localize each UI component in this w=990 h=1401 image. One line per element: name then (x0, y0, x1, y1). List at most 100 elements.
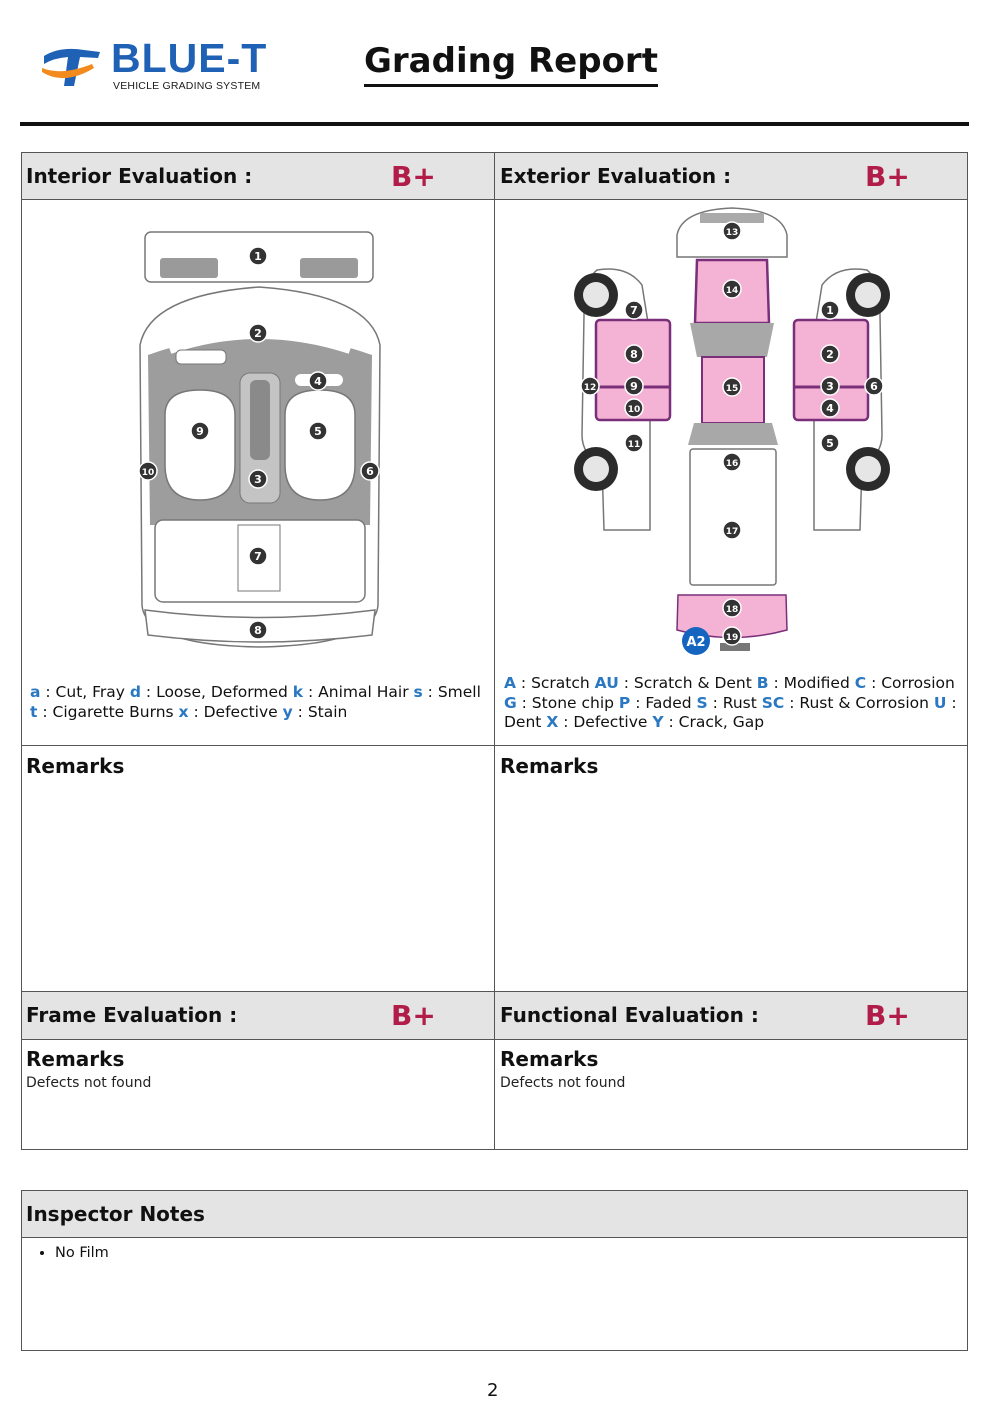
exterior-legend-text: : Rust (707, 693, 762, 712)
interior-point-number: 6 (366, 465, 374, 478)
exterior-point-marker (624, 376, 644, 396)
inspector-notes-box (21, 1190, 968, 1351)
interior-point-marker (248, 620, 268, 640)
exterior-point-number: 13 (726, 228, 739, 238)
exterior-legend-code: U (933, 693, 947, 712)
exterior-legend-code: SC (761, 693, 785, 712)
exterior-legend-text: : Corrosion (866, 674, 955, 692)
functional-header (495, 991, 967, 1040)
exterior-point-number: 12 (584, 383, 597, 393)
interior-grade: B+ (391, 160, 436, 193)
page-number: 2 (487, 1380, 499, 1401)
interior-point-number: 2 (254, 327, 262, 340)
exterior-point-marker (820, 433, 840, 453)
exterior-point-marker (722, 520, 742, 540)
interior-legend-text: : Loose, Deformed (141, 683, 293, 701)
exterior-legend-text: : Rust & Corrosion (784, 693, 934, 712)
exterior-point-number: 14 (726, 286, 739, 296)
exterior-point-marker (864, 376, 884, 396)
interior-legend: a : Cut, Fray d : Loose, Deformed k : An… (30, 683, 485, 722)
interior-point-marker (138, 461, 158, 481)
exterior-point-marker (722, 377, 742, 397)
exterior-point-number: 6 (870, 380, 878, 393)
exterior-point-number: 7 (630, 304, 638, 317)
interior-point-number: 9 (196, 425, 204, 438)
exterior-point-marker (624, 433, 644, 453)
exterior-point-number: 17 (726, 527, 739, 537)
interior-point-marker (360, 461, 380, 481)
exterior-point-number: 8 (630, 348, 638, 361)
frame-grade: B+ (391, 999, 436, 1032)
exterior-point-marker (624, 398, 644, 418)
exterior-legend-code: S (696, 693, 708, 712)
interior-evaluation-label: Interior Evaluation : (26, 164, 253, 188)
interior-legend-entries: a : Cut, Fray d : Loose, Deformed k : An… (30, 683, 481, 721)
logo-wordmark: BLUE-T (111, 35, 268, 81)
interior-legend-text: : Defective (188, 702, 283, 721)
exterior-legend-code: Y (652, 713, 664, 731)
interior-point-marker (248, 546, 268, 566)
interior-legend-code: y (282, 702, 293, 721)
page-title: Grading Report (364, 44, 658, 87)
exterior-point-marker (820, 344, 840, 364)
exterior-legend-text: : Defective (558, 713, 653, 731)
exterior-legend-entries: A : Scratch AU : Scratch & Dent B : Modi… (504, 674, 957, 731)
column-divider (494, 152, 495, 1150)
interior-point-number: 8 (254, 624, 262, 637)
exterior-grade: B+ (865, 160, 910, 193)
exterior-legend-code: X (546, 713, 559, 731)
inspector-notes-header (22, 1191, 967, 1238)
exterior-legend: A : Scratch AU : Scratch & Dent B : Modi… (504, 674, 966, 733)
exterior-point-number: 19 (726, 633, 739, 643)
exterior-legend-text: : Modified (768, 674, 855, 692)
logo-tagline: VEHICLE GRADING SYSTEM (113, 80, 261, 92)
exterior-point-number: 18 (726, 605, 739, 615)
interior-legend-code: s (413, 683, 423, 701)
exterior-point-number: 4 (826, 402, 834, 415)
interior-point-marker (190, 421, 210, 441)
interior-point-number: 3 (254, 473, 262, 486)
exterior-point-marker (722, 626, 742, 646)
exterior-point-marker (820, 376, 840, 396)
interior-point-number: 10 (142, 468, 155, 478)
exterior-remarks-label: Remarks (500, 754, 599, 778)
interior-point-marker (248, 323, 268, 343)
svg-text:A2: A2 (686, 635, 705, 650)
exterior-point-number: 3 (826, 380, 834, 393)
interior-legend-code: t (30, 702, 38, 721)
inspector-notes-list: No Film (8, 1245, 109, 1261)
functional-remarks-text: Defects not found (500, 1075, 626, 1091)
exterior-evaluation-label: Exterior Evaluation : (500, 164, 732, 188)
inspector-note-item: No Film (55, 1245, 109, 1261)
interior-header (22, 153, 494, 200)
interior-point-number: 5 (314, 425, 322, 438)
exterior-legend-code: A (504, 674, 516, 692)
exterior-point-number: 15 (726, 384, 739, 394)
exterior-legend-text: : Faded (630, 693, 697, 712)
exterior-header (495, 153, 967, 200)
interior-point-number: 1 (254, 250, 262, 263)
exterior-point-marker (580, 376, 600, 396)
exterior-point-marker (722, 452, 742, 472)
functional-evaluation-label: Functional Evaluation : (500, 1003, 759, 1027)
interior-legend-text: : Animal Hair (303, 683, 414, 701)
interior-legend-code: d (129, 683, 141, 701)
exterior-legend-text: : Stone chip (516, 693, 619, 712)
exterior-point-number: 2 (826, 348, 834, 361)
exterior-legend-text: : Scratch (516, 674, 595, 692)
frame-header (22, 991, 494, 1040)
functional-remarks-label: Remarks (500, 1047, 599, 1071)
interior-point-number: 4 (314, 375, 322, 388)
exterior-point-number: 5 (826, 437, 834, 450)
interior-point-number: 7 (254, 550, 262, 563)
exterior-point-marker (624, 300, 644, 320)
exterior-point-marker (820, 398, 840, 418)
exterior-legend-code: C (854, 674, 867, 692)
interior-legend-text: : Cigarette Burns (37, 702, 179, 721)
frame-evaluation-label: Frame Evaluation : (26, 1003, 238, 1027)
interior-legend-text: : Smell (422, 683, 481, 701)
interior-legend-code: x (178, 702, 189, 721)
interior-legend-code: k (292, 683, 304, 701)
interior-diagram: 1 2 3 4 5 6 7 8 9 10 (138, 231, 381, 648)
exterior-point-marker (722, 598, 742, 618)
